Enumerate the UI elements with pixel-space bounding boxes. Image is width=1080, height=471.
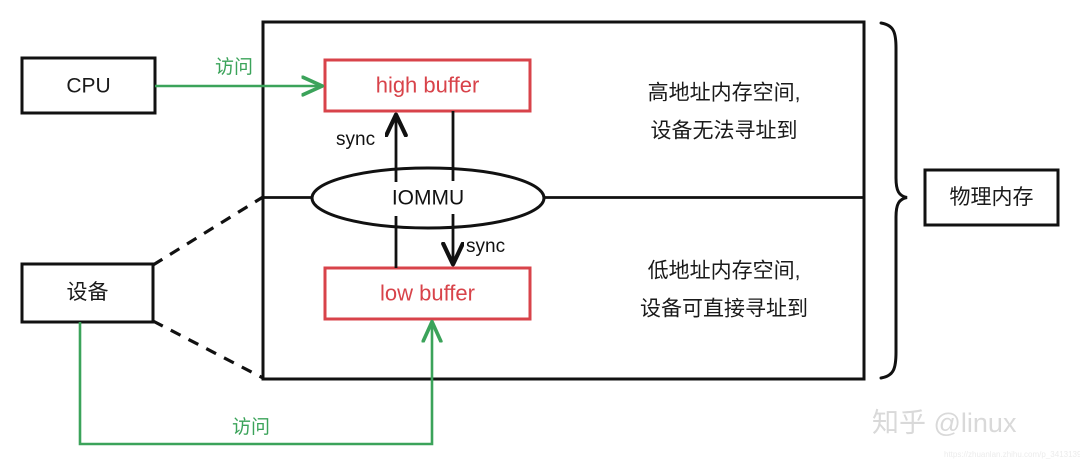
sync-down-label: sync: [466, 236, 505, 257]
iommu-label: IOMMU: [392, 187, 464, 210]
high-buffer-label: high buffer: [376, 72, 480, 97]
physical-memory-container: [261, 20, 866, 381]
cpu-access-label: 访问: [215, 56, 253, 78]
low-region-note-line1: 低地址内存空间,: [648, 260, 801, 283]
device-label: 设备: [67, 281, 109, 304]
device-access-arrow: [78, 322, 432, 446]
sync-up-label: sync: [336, 129, 375, 150]
low-buffer-box[interactable]: [323, 266, 532, 321]
high-region-note-line2: 设备无法寻址到: [651, 120, 798, 143]
physical-memory-brace: [879, 21, 908, 380]
device-dashed-lower-connector: [152, 319, 264, 380]
high-buffer-box[interactable]: [323, 58, 532, 113]
cpu-label: CPU: [66, 75, 110, 98]
high-region-note-line1: 高地址内存空间,: [648, 82, 801, 105]
physical-memory-label: 物理内存: [950, 186, 1034, 209]
low-region-note-line2: 设备可直接寻址到: [640, 298, 808, 321]
device-access-label: 访问: [232, 416, 270, 438]
physical-memory-box[interactable]: [923, 168, 1060, 227]
watermark-url-label: https://zhuanlan.zhihu.com/p_34131399: [944, 450, 1080, 459]
watermark-label: 知乎 @linux: [872, 408, 1017, 438]
low-buffer-label: low buffer: [380, 280, 475, 305]
device-box[interactable]: [20, 262, 155, 324]
device-dashed-upper-connector: [152, 195, 264, 267]
